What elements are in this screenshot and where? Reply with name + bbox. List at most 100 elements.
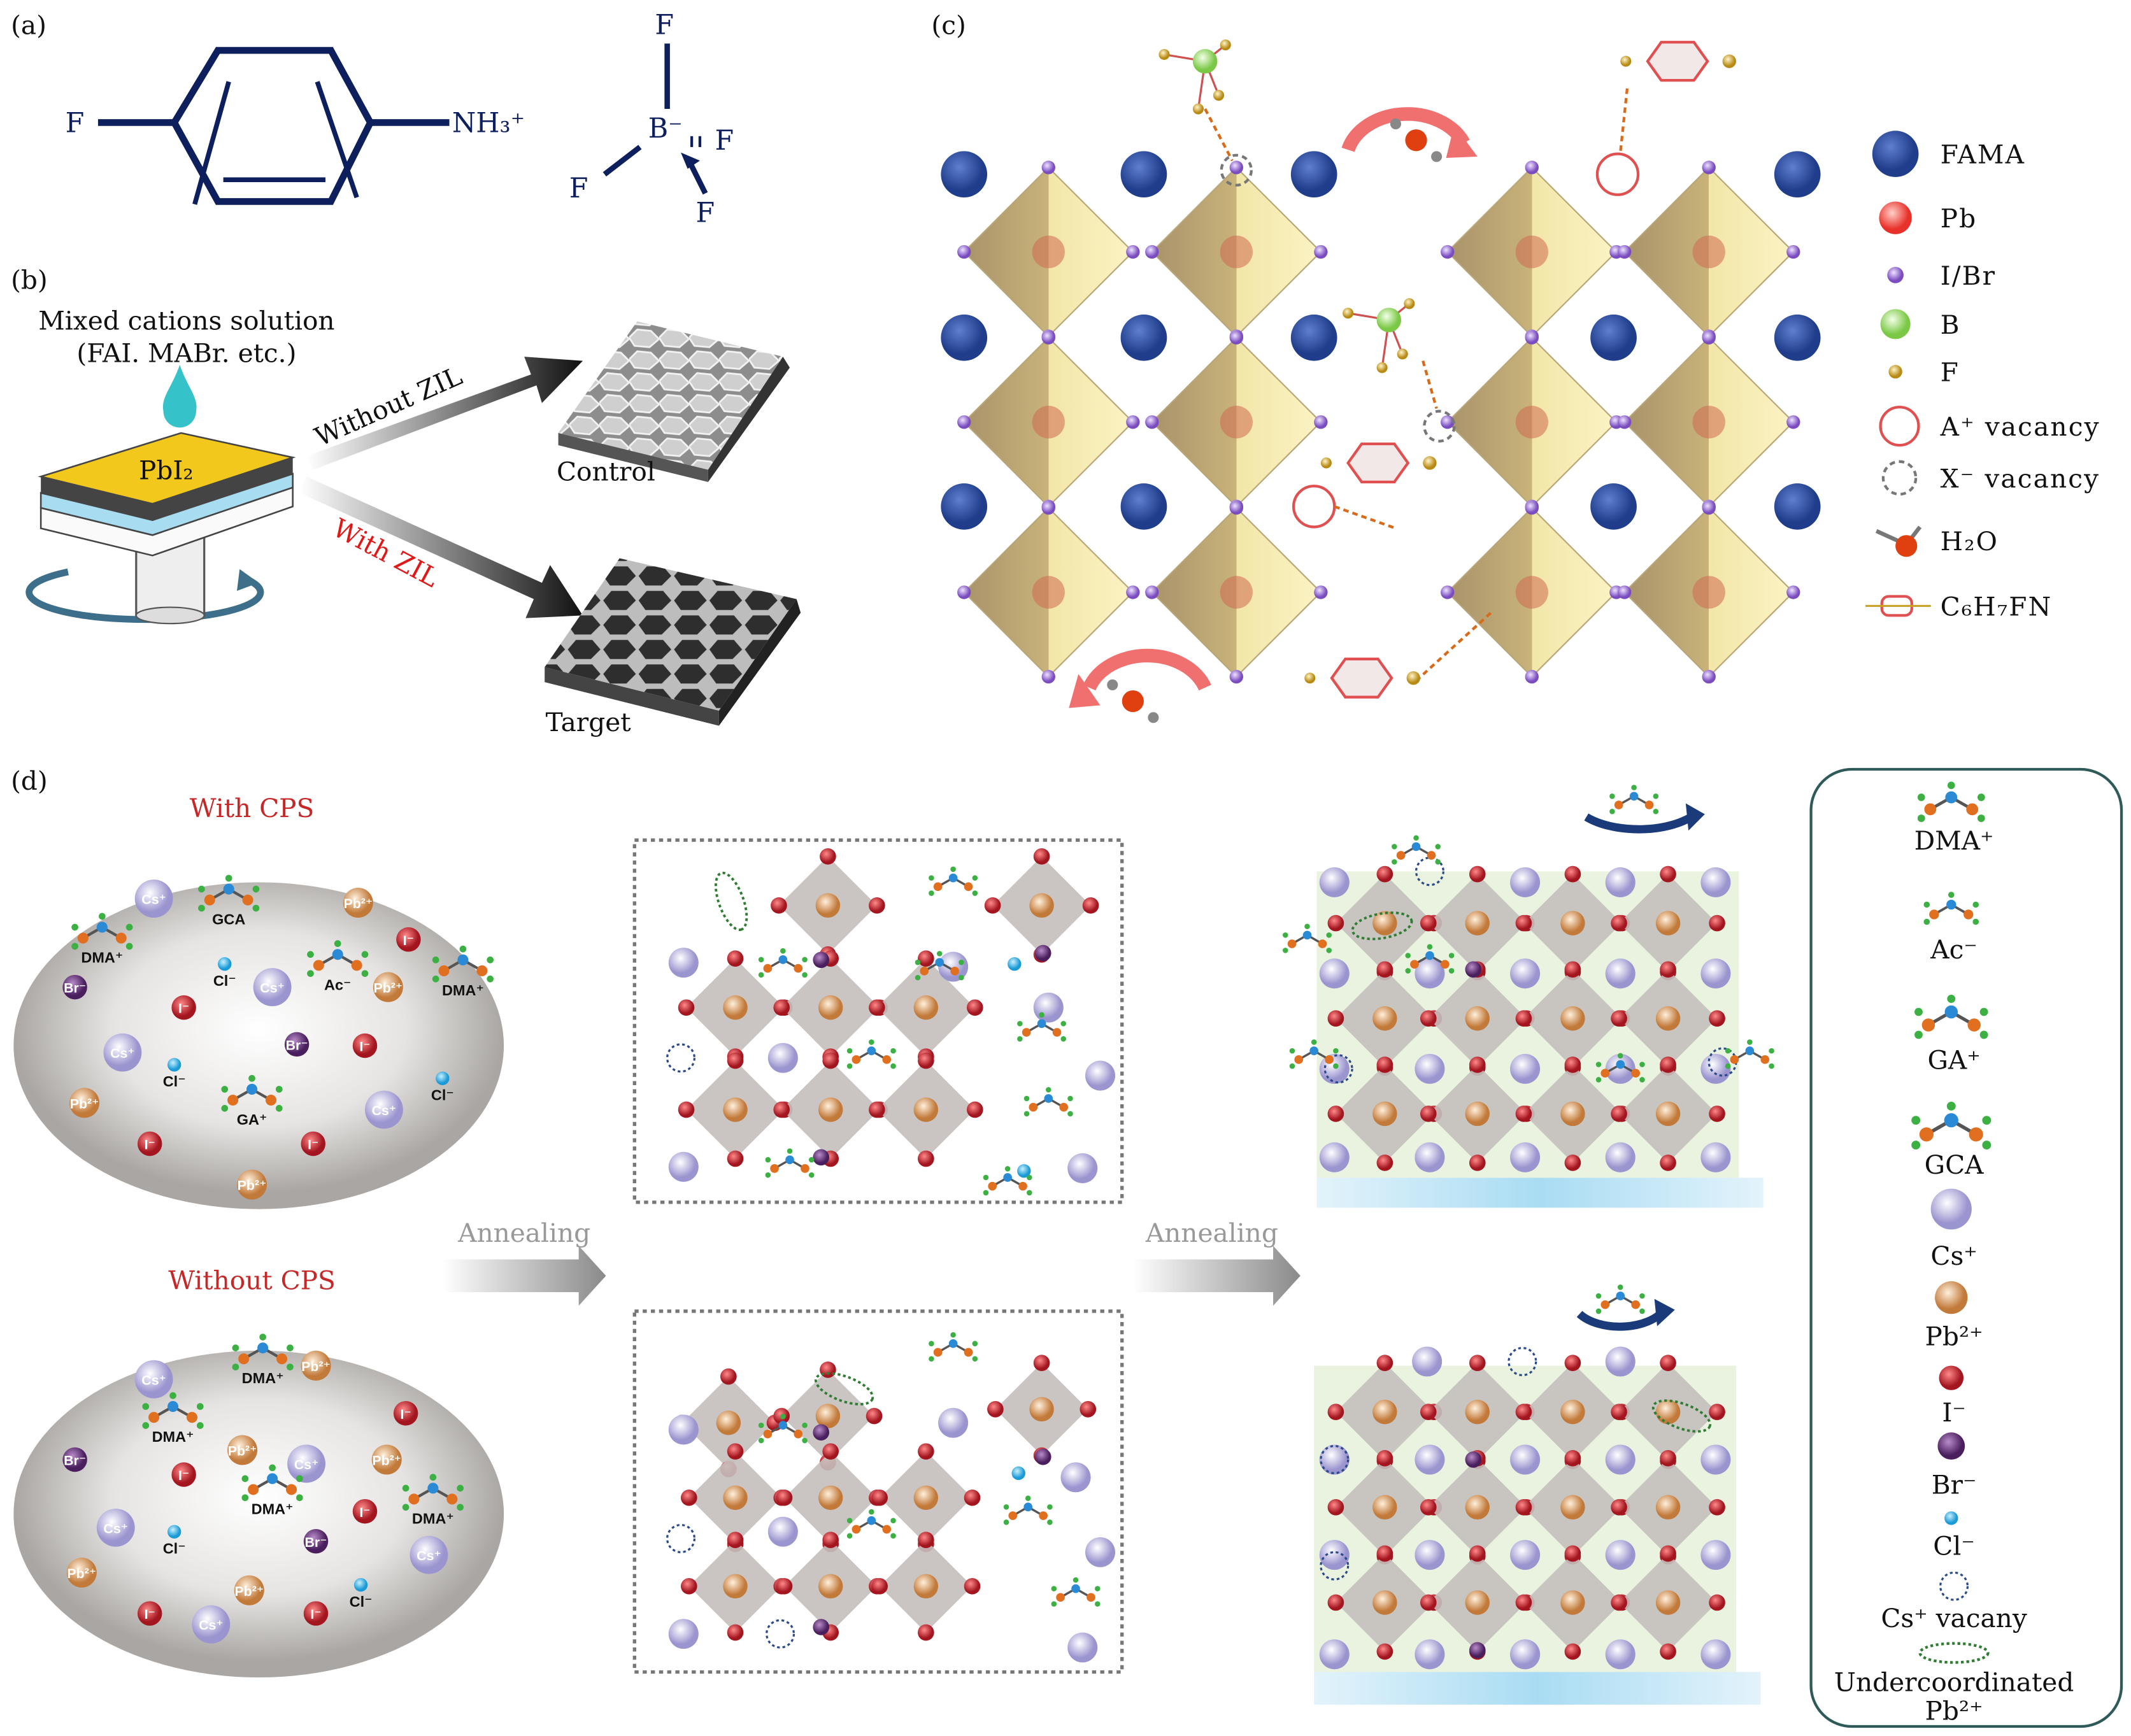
hydrogen-atom xyxy=(71,943,78,950)
hydrogen-atom xyxy=(1448,953,1455,958)
hydrogen-atom xyxy=(1917,815,1925,822)
pb-ion xyxy=(1465,1495,1490,1520)
cs-ion xyxy=(1510,958,1541,989)
organic-molecule xyxy=(402,1474,464,1511)
carbon-atom xyxy=(933,882,943,892)
fluoroanilinium-molecule xyxy=(1620,41,1736,82)
pb-ion xyxy=(1655,911,1681,936)
fama-cation xyxy=(1290,314,1337,361)
iodide-ion xyxy=(1611,1010,1627,1027)
ion xyxy=(237,1169,267,1200)
organic-molecule xyxy=(758,1414,808,1444)
carbon-atom xyxy=(1924,803,1937,816)
hydrogen-atom xyxy=(1595,1062,1602,1067)
organic-molecule xyxy=(1911,1101,1992,1150)
hydrogen-atom xyxy=(936,951,943,957)
bf4-boron: B⁻ xyxy=(648,113,683,145)
hydrogen-atom xyxy=(252,885,260,893)
hydrogen-atom xyxy=(241,1475,249,1483)
iodide-ion xyxy=(984,897,1001,914)
nitrogen-atom xyxy=(1071,1584,1080,1593)
spin-coater xyxy=(25,432,296,625)
final-lattice-with-cps xyxy=(1283,785,1774,1172)
target-film xyxy=(545,558,801,726)
ion-label: Cl⁻ xyxy=(163,1540,186,1556)
organic-molecule xyxy=(1283,923,1332,953)
molecule-label: DMA⁺ xyxy=(242,1370,284,1386)
hydrogen-atom xyxy=(1948,892,1955,898)
fluoroanilinium-molecule xyxy=(1320,442,1437,484)
hydrogen-atom xyxy=(1051,1586,1057,1591)
hydrogen-atom xyxy=(1923,918,1930,925)
iodide-ion xyxy=(1327,1498,1344,1516)
carbon-atom xyxy=(446,1493,458,1505)
iodide-ion xyxy=(1660,1450,1676,1467)
hydrogen-atom xyxy=(1977,815,1985,822)
halide-atom xyxy=(1702,160,1716,174)
iodide-ion xyxy=(822,1532,839,1548)
hydrogen-atom xyxy=(459,945,467,953)
iodide-ion xyxy=(918,1443,934,1460)
hydrogen-atom xyxy=(1023,1095,1030,1102)
hydrogen-atom xyxy=(846,1063,853,1069)
precursor-solution-with-cps xyxy=(13,882,504,1209)
organic-molecule xyxy=(1725,1039,1774,1069)
hydrogen-atom xyxy=(983,1190,989,1196)
fama-cation xyxy=(1120,151,1167,198)
hydrogen-atom xyxy=(890,1063,896,1069)
cs-ion xyxy=(1319,1142,1350,1172)
nitrogen-atom xyxy=(1309,1046,1319,1055)
hydrogen-atom xyxy=(1283,932,1288,938)
pb-ion xyxy=(1465,1399,1490,1425)
ion xyxy=(137,1601,162,1626)
hydrogen-atom xyxy=(1003,1519,1009,1525)
organic-molecule xyxy=(1914,995,1988,1039)
nitrogen-atom xyxy=(257,1342,269,1354)
ions-without-cps: Cs⁺Cs⁺Cs⁺Cs⁺Cs⁺Pb²⁺Pb²⁺Pb²⁺Pb²⁺Pb²⁺I⁻I⁻I… xyxy=(62,1334,464,1644)
nitrogen-atom xyxy=(1044,1094,1053,1103)
iodide-ion xyxy=(866,1407,883,1425)
halide-atom xyxy=(1229,160,1244,174)
cs-ion xyxy=(1067,1153,1098,1183)
carbon-atom xyxy=(1631,1069,1641,1078)
nitrogen-atom xyxy=(267,1473,278,1484)
pb-atom xyxy=(1032,235,1065,269)
pb-ion xyxy=(723,1097,748,1122)
hydrogen-atom xyxy=(1107,679,1118,690)
iodide-ion xyxy=(776,1490,793,1506)
iodide-ion xyxy=(869,1101,885,1118)
hydrogen-atom xyxy=(99,913,106,920)
iodide-ion xyxy=(1564,1355,1581,1371)
halide-atom xyxy=(1525,331,1539,345)
hydrogen-atom xyxy=(1946,1101,1956,1111)
halide-atom xyxy=(1229,501,1244,515)
iodide-ion xyxy=(727,1052,744,1069)
ion xyxy=(103,1033,142,1072)
hydrogen-atom xyxy=(1094,1601,1101,1607)
cs-ion xyxy=(1700,1444,1731,1475)
carbon-atom xyxy=(794,964,803,973)
carbon-atom xyxy=(852,1055,861,1064)
ion-label: Br⁻ xyxy=(64,1453,86,1469)
nitrogen-atom xyxy=(1302,930,1312,940)
iodide-ion xyxy=(1611,914,1627,932)
pbi2-layer-label: PbI₂ xyxy=(139,455,194,486)
nitrogen-atom xyxy=(778,1421,788,1430)
hydrogen-atom xyxy=(929,1356,934,1362)
hydrogen-atom xyxy=(983,1174,989,1181)
halide-atom xyxy=(1041,501,1055,515)
molecule-label: GA⁺ xyxy=(237,1111,267,1128)
carbon-atom xyxy=(242,894,253,906)
fluorine-atom xyxy=(1304,672,1316,684)
halide-atom xyxy=(1041,331,1055,345)
iodide-ion xyxy=(918,1532,934,1548)
legend-c-item: F xyxy=(1941,357,1960,388)
carbon-atom xyxy=(1919,1127,1934,1142)
legend-d-item: Pb²⁺ xyxy=(1925,1695,1983,1726)
ion xyxy=(352,1498,378,1524)
hydrogen-atom xyxy=(802,957,808,963)
desorption-arrow xyxy=(1584,811,1698,834)
hydrogen-atom xyxy=(1413,835,1419,841)
hydrogen-atom xyxy=(1769,1048,1774,1054)
